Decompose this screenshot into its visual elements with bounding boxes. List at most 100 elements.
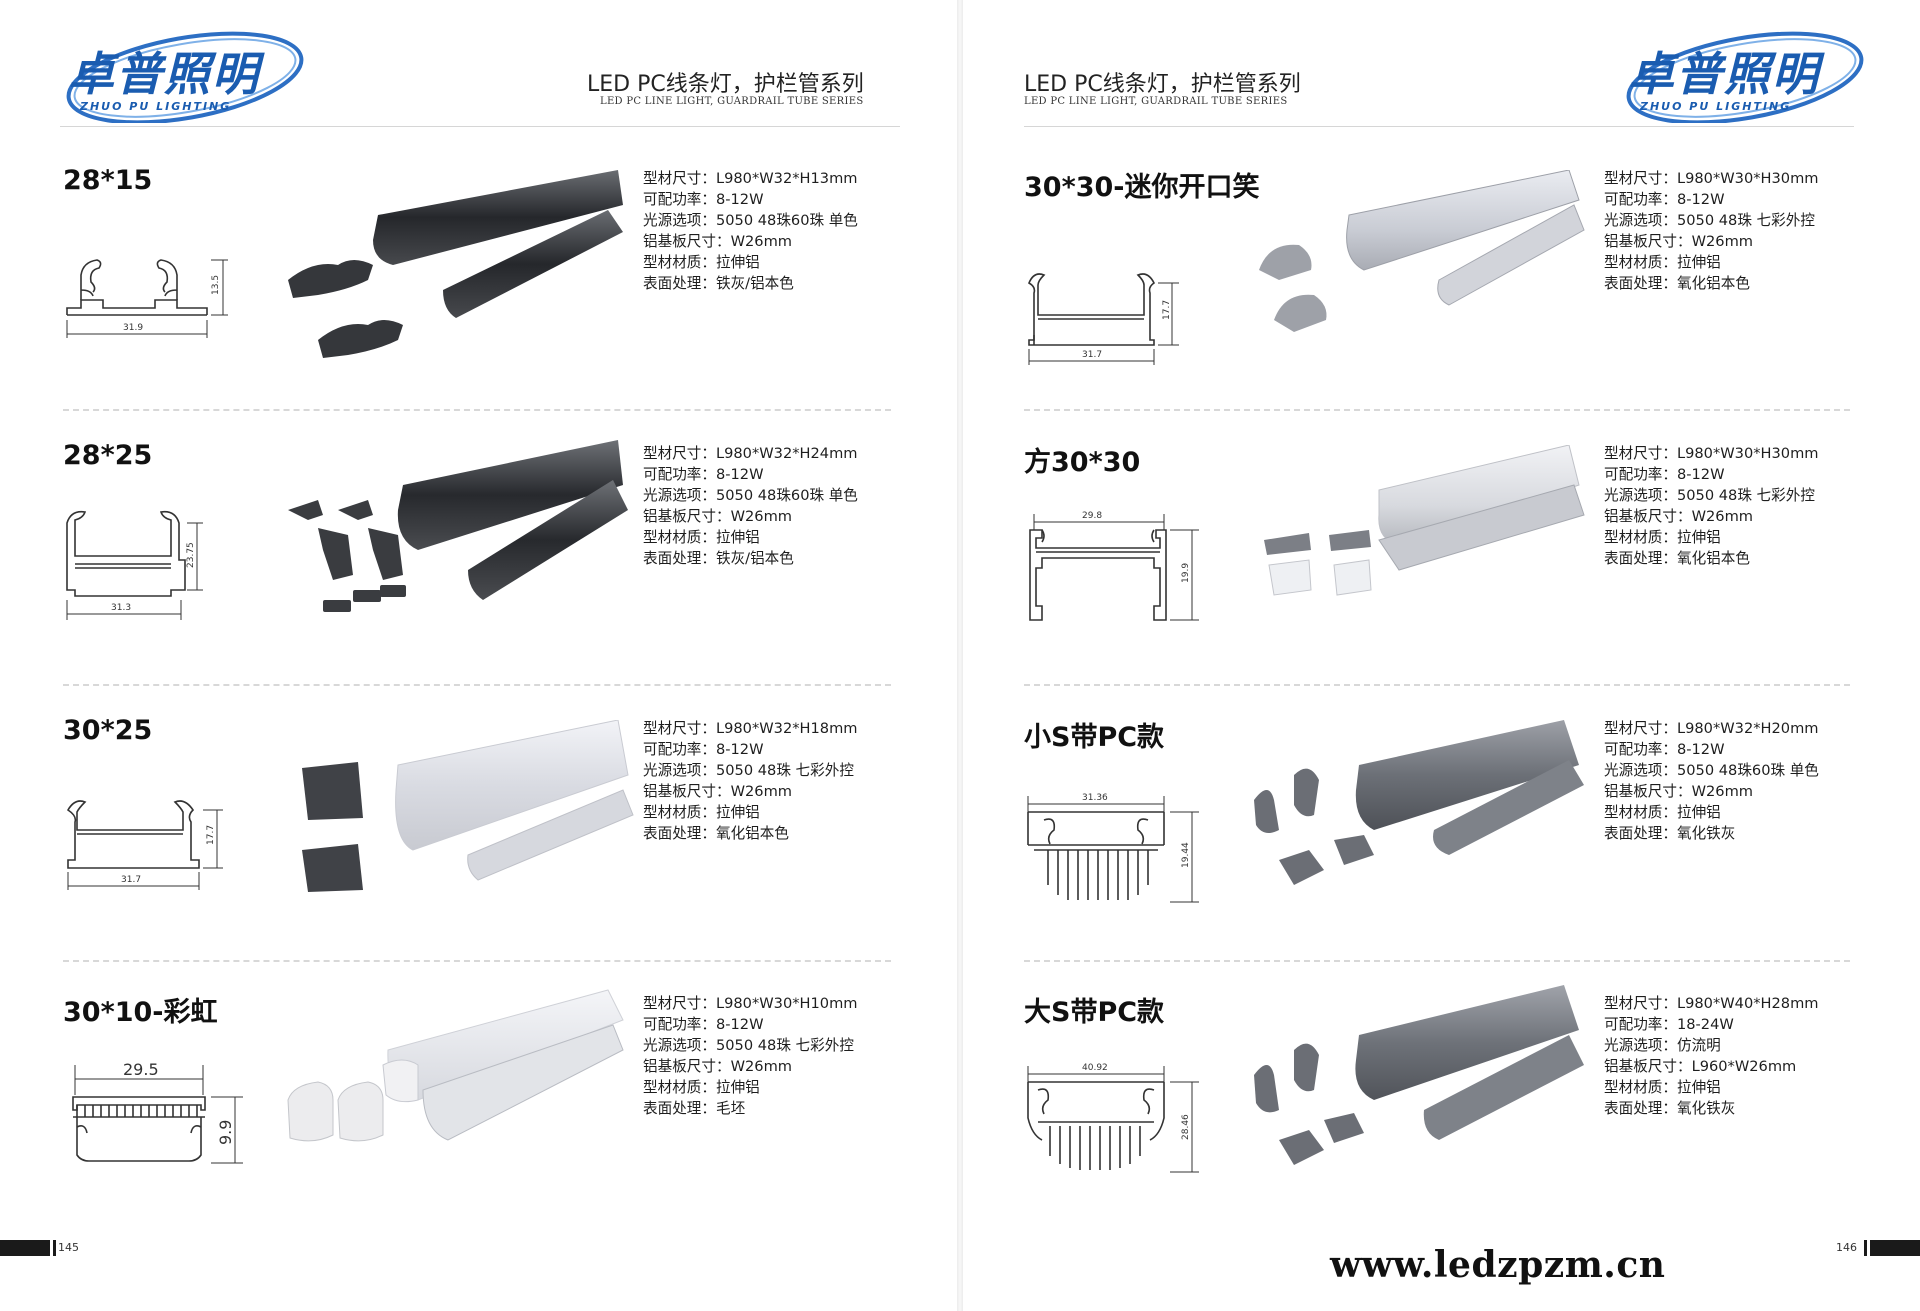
dim-height-label: 17.7 [1162,300,1172,320]
spec-power: 可配功率：8-12W [643,1016,764,1033]
product-photo [302,720,634,892]
product-title: 大S带PC款 [1024,997,1165,1028]
logo-en-text: ZHUO PU LIGHTING [80,100,232,113]
logo-swoosh-icon [1626,31,1864,123]
dim-width-label: 40.92 [1082,1063,1108,1073]
spec-size: 型材尺寸：L980*W32*H20mm [1604,720,1819,737]
product-section-square-30x30: 方30*30 29.8 19.9 型材尺寸：L980*W30*H30 [1024,440,1854,712]
spec-list: 型材尺寸：L980*W32*H13mm 可配功率：8-12W 光源选项：5050… [643,168,858,294]
spec-material: 型材材质：拉伸铝 [1604,529,1721,546]
page-number-left: 145 [0,1240,100,1256]
profile-drawing: 31.7 17.7 [66,800,223,890]
header-rule-right [1024,126,1854,127]
spec-pcb-size: 铝基板尺寸：W26mm [1604,233,1753,250]
spec-power: 可配功率：8-12W [1604,191,1725,208]
product-photo [287,989,624,1142]
folio-bar [1870,1240,1920,1256]
profile-drawing: 31.7 17.7 [1027,273,1179,365]
product-section-28x25: 28*25 31.3 23.75 型材尺寸：L980*W32*H24mm [63,440,893,712]
dim-height-label: 9.9 [216,1120,235,1145]
spec-material: 型材材质：拉伸铝 [1604,1079,1721,1096]
dim-height-label: 19.9 [1181,563,1191,583]
section-divider [1024,684,1850,686]
spec-power: 可配功率：8-12W [1604,466,1725,483]
folio-bar [0,1240,50,1256]
logo-swoosh-icon [66,31,304,123]
spec-size: 型材尺寸：L980*W30*H10mm [643,995,858,1012]
spec-pcb-size: 铝基板尺寸：W26mm [643,783,792,800]
spec-material: 型材材质：拉伸铝 [643,254,760,271]
spec-size: 型材尺寸：L980*W32*H24mm [643,445,858,462]
product-title: 30*25 [63,715,153,746]
spec-size: 型材尺寸：L980*W32*H13mm [643,170,858,187]
spec-light-source: 光源选项：仿流明 [1604,1037,1721,1054]
section-divider [63,960,891,962]
product-title: 方30*30 [1024,447,1141,478]
spec-pcb-size: 铝基板尺寸：W26mm [643,233,792,250]
dim-width-label: 31.36 [1082,793,1108,803]
spec-pcb-size: 铝基板尺寸：L960*W26mm [1604,1058,1797,1075]
spec-light-source: 光源选项：5050 48珠 七彩外控 [643,762,854,779]
product-section-large-s-pc: 大S带PC款 40.92 28.46 [1024,985,1854,1262]
section-divider [1024,409,1850,411]
dim-width-label: 29.5 [123,1060,159,1079]
product-title: 28*15 [63,165,153,196]
spec-light-source: 光源选项：5050 48珠 七彩外控 [1604,212,1815,229]
spec-finish: 表面处理：氧化铝本色 [1604,550,1750,567]
profile-drawing: 31.36 19.44 [1027,793,1199,903]
dim-height-label: 28.46 [1181,1114,1191,1140]
spec-list: 型材尺寸：L980*W32*H18mm 可配功率：8-12W 光源选项：5050… [643,718,858,844]
page-number-text: 145 [58,1241,79,1254]
spec-light-source: 光源选项：5050 48珠60珠 单色 [1604,762,1819,779]
spec-finish: 表面处理：毛坯 [643,1100,746,1117]
logo-en-text: ZHUO PU LIGHTING [1640,100,1792,113]
spec-power: 可配功率：8-12W [643,191,764,208]
dim-width-label: 31.7 [1082,350,1102,360]
spec-list: 型材尺寸：L980*W30*H30mm 可配功率：8-12W 光源选项：5050… [1604,168,1819,294]
spec-light-source: 光源选项：5050 48珠 七彩外控 [1604,487,1815,504]
spec-light-source: 光源选项：5050 48珠60珠 单色 [643,212,858,229]
spec-power: 可配功率：18-24W [1604,1016,1734,1033]
page-number-text: 146 [1836,1241,1857,1254]
spec-list: 型材尺寸：L980*W30*H10mm 可配功率：8-12W 光源选项：5050… [643,993,858,1119]
spec-finish: 表面处理：氧化铝本色 [643,825,789,842]
page-spine [957,0,963,1311]
header-title-left: LED PC线条灯，护栏管系列 [587,72,864,97]
dim-height-label: 13.5 [211,275,221,295]
dim-height-label: 19.44 [1181,842,1191,868]
product-section-30x25: 30*25 31.7 17.7 型材尺寸：L980*W32*H18mm 可配功率… [63,715,893,987]
spec-list: 型材尺寸：L980*W30*H30mm 可配功率：8-12W 光源选项：5050… [1604,443,1819,569]
dim-width-label: 29.8 [1082,511,1102,521]
spec-size: 型材尺寸：L980*W40*H28mm [1604,995,1819,1012]
product-title: 30*10-彩虹 [63,997,218,1028]
header-rule-left [60,126,900,127]
spec-list: 型材尺寸：L980*W40*H28mm 可配功率：18-24W 光源选项：仿流明… [1604,993,1819,1119]
spec-list: 型材尺寸：L980*W32*H24mm 可配功率：8-12W 光源选项：5050… [643,443,858,569]
brand-logo-left: 卓普照明 ZHUO PU LIGHTING [60,28,310,123]
header-subtitle-right: LED PC LINE LIGHT, GUARDRAIL TUBE SERIES [1024,96,1288,107]
brand-logo-right: 卓普照明 ZHUO PU LIGHTING [1620,28,1870,123]
spec-finish: 表面处理：氧化铝本色 [1604,275,1750,292]
product-photo [1264,445,1585,596]
spec-finish: 表面处理：铁灰/铝本色 [643,550,794,567]
spec-finish: 表面处理：氧化铁灰 [1604,1100,1736,1117]
product-section-30x30-mini: 30*30-迷你开口笑 31.7 17.7 型材尺寸：L980*W30*H30m… [1024,165,1854,437]
spec-pcb-size: 铝基板尺寸：W26mm [643,1058,792,1075]
section-divider [63,409,891,411]
dim-height-label: 17.7 [206,825,216,845]
spec-material: 型材材质：拉伸铝 [1604,254,1721,271]
spec-list: 型材尺寸：L980*W32*H20mm 可配功率：8-12W 光源选项：5050… [1604,718,1819,844]
dim-width-label: 31.9 [123,323,143,333]
product-photo [288,170,623,358]
logo-cn-text: 卓普照明 [1628,47,1820,101]
product-section-28x15: 28*15 31.9 13.5 型材尺寸：L980*W32*H13mm 可配功率… [63,165,893,437]
section-divider [1024,960,1850,962]
dim-width-label: 31.7 [121,875,141,885]
product-photo [288,440,628,612]
product-section-30x10-rainbow: 30*10-彩虹 29.5 9.9 型材尺寸：L980*W30*H10mm [63,989,893,1262]
product-photo [1254,720,1584,885]
folio-tick [53,1240,56,1256]
spec-size: 型材尺寸：L980*W30*H30mm [1604,445,1819,462]
spec-material: 型材材质：拉伸铝 [1604,804,1721,821]
profile-drawing: 31.3 23.75 [66,510,203,620]
